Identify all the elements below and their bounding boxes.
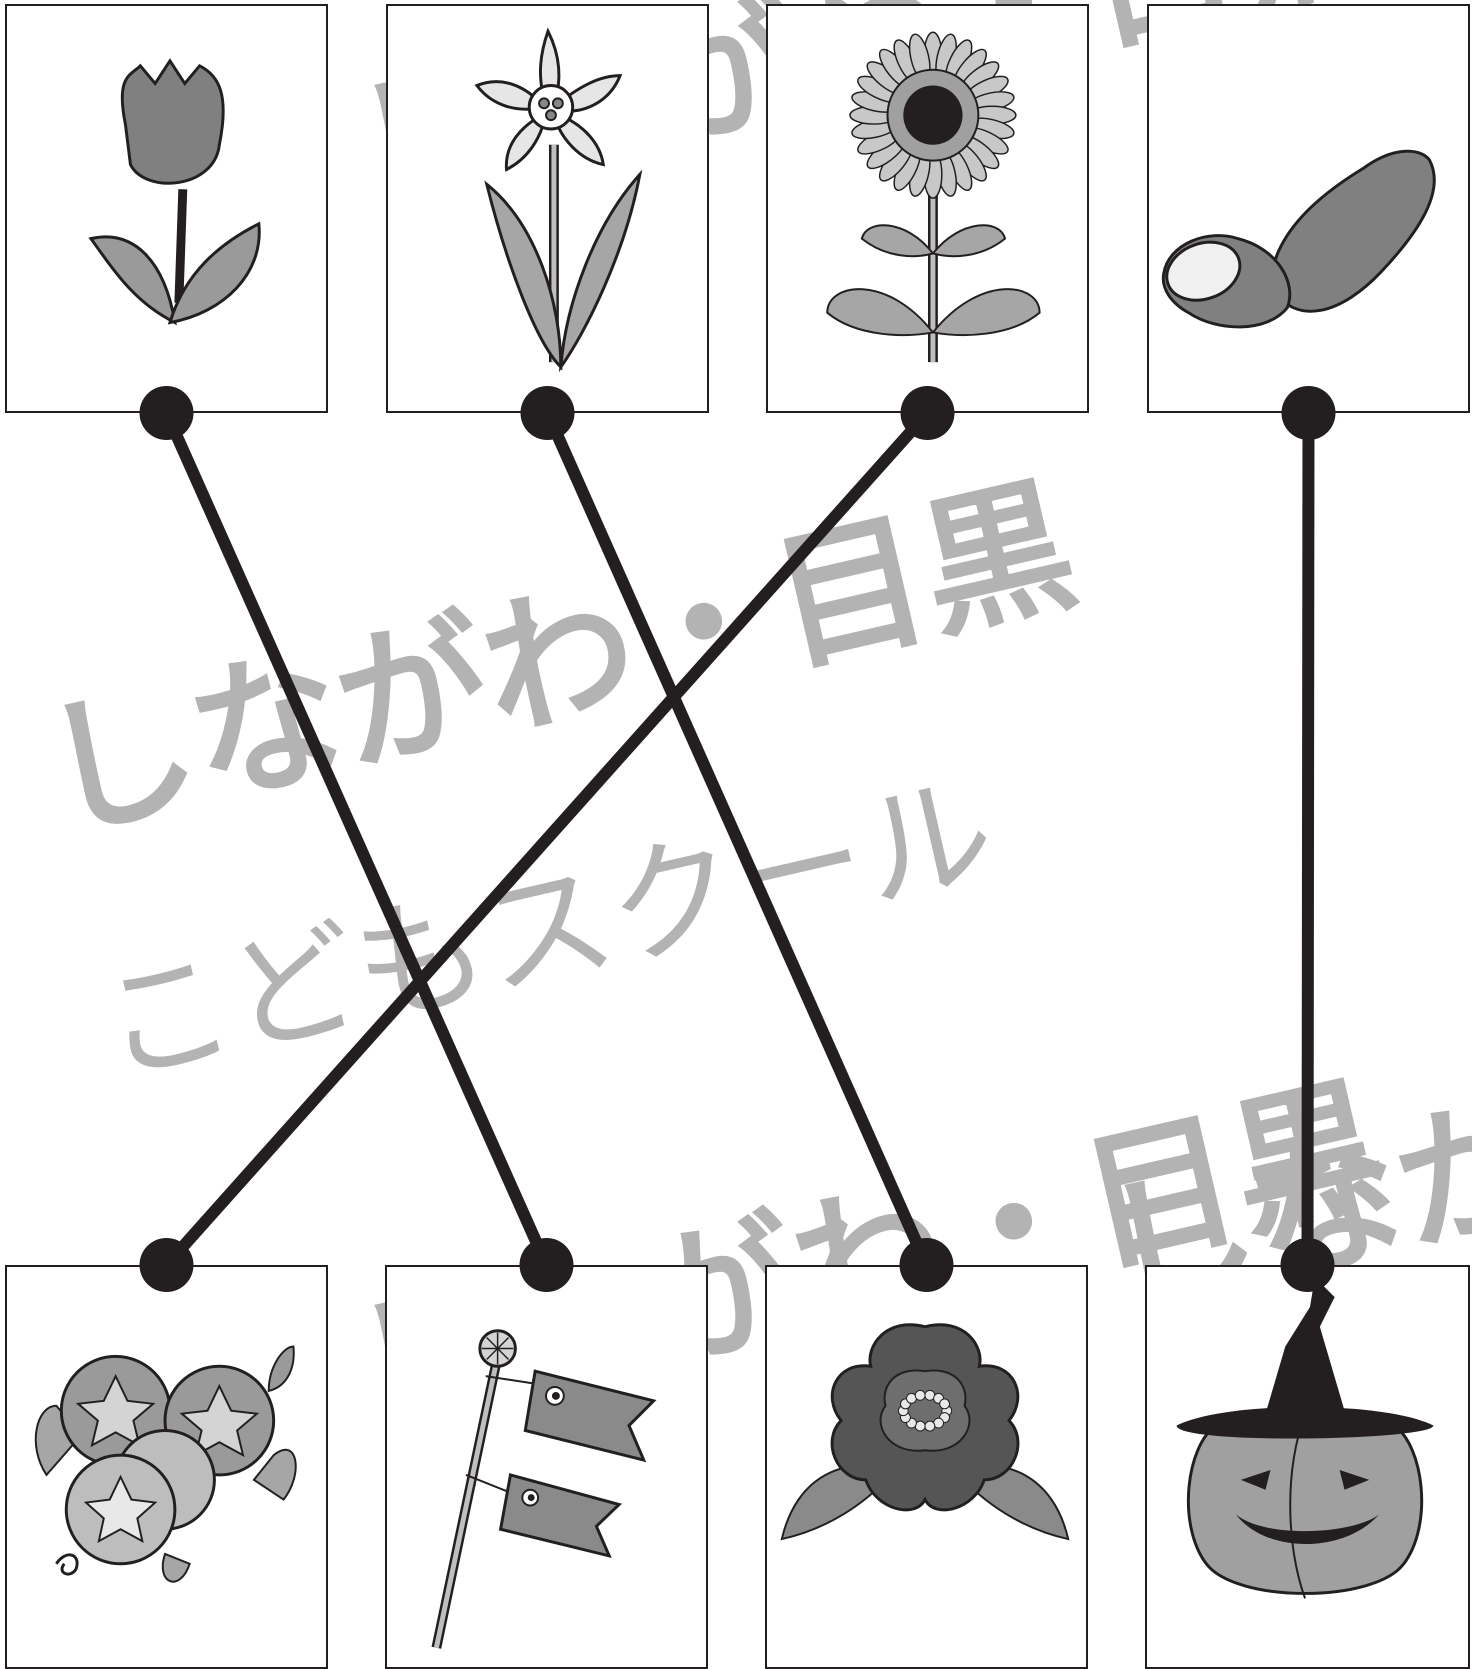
connection-tulip-koinobori — [161, 410, 552, 1268]
dot-morning-glory[interactable] — [139, 1238, 194, 1292]
card-sweet-potato[interactable] — [1147, 4, 1470, 413]
dot-koinobori[interactable] — [519, 1238, 574, 1292]
connection-sunflower-morning-glory — [162, 409, 932, 1269]
camellia-icon — [780, 1323, 1070, 1541]
dot-daffodil[interactable] — [520, 386, 575, 440]
card-tulip[interactable] — [5, 4, 328, 413]
card-daffodil[interactable] — [386, 4, 709, 413]
card-jack-o-lantern[interactable] — [1145, 1265, 1470, 1669]
dot-sweet-potato[interactable] — [1281, 386, 1336, 440]
sweet-potato-icon — [1161, 149, 1436, 329]
card-sunflower[interactable] — [766, 4, 1089, 413]
dot-tulip[interactable] — [139, 386, 194, 440]
dot-jack-o-lantern[interactable] — [1280, 1238, 1335, 1292]
connection-sweet-potato-jack-o-lantern — [1301, 412, 1315, 1266]
tulip-icon — [88, 58, 261, 326]
morning-glory-icon — [34, 1345, 297, 1583]
connection-daffodil-camellia — [542, 410, 932, 1268]
dot-sunflower[interactable] — [900, 386, 955, 440]
daffodil-icon — [474, 27, 643, 373]
card-camellia[interactable] — [765, 1265, 1088, 1669]
koinobori-icon — [431, 1329, 657, 1649]
jack-o-lantern-icon — [1176, 1277, 1434, 1599]
sunflower-icon — [826, 31, 1041, 363]
card-koinobori[interactable] — [385, 1265, 708, 1669]
dot-camellia[interactable] — [899, 1238, 954, 1292]
card-morning-glory[interactable] — [5, 1265, 328, 1669]
